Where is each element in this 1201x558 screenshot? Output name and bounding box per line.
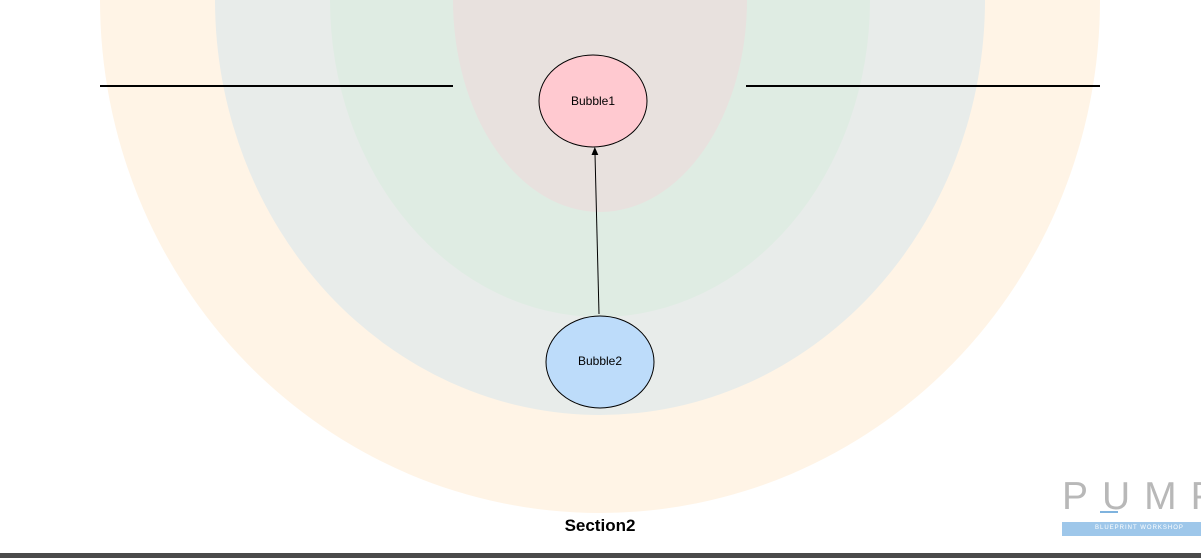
pump-logo: PUMP BLUEPRINT WORKSHOP xyxy=(1062,478,1201,536)
bubble2-node[interactable]: Bubble2 xyxy=(545,315,655,409)
bubble2-shape[interactable] xyxy=(545,315,655,409)
logo-strip xyxy=(1062,522,1201,536)
connector-arrow[interactable] xyxy=(594,153,600,315)
logo-underline xyxy=(1100,511,1118,513)
bottom-border xyxy=(0,553,1201,558)
logo-wordmark: PUMP xyxy=(1062,478,1201,518)
section-title: Section2 xyxy=(564,516,636,535)
logo-tagline: BLUEPRINT WORKSHOP xyxy=(1095,525,1184,531)
bubble1-label: Bubble1 xyxy=(571,94,615,108)
bubble1-node[interactable]: Bubble1 xyxy=(538,54,648,148)
arrowhead-icon xyxy=(591,147,599,155)
bubble2-label: Bubble2 xyxy=(578,354,622,368)
bubble1-shape[interactable] xyxy=(538,54,648,148)
